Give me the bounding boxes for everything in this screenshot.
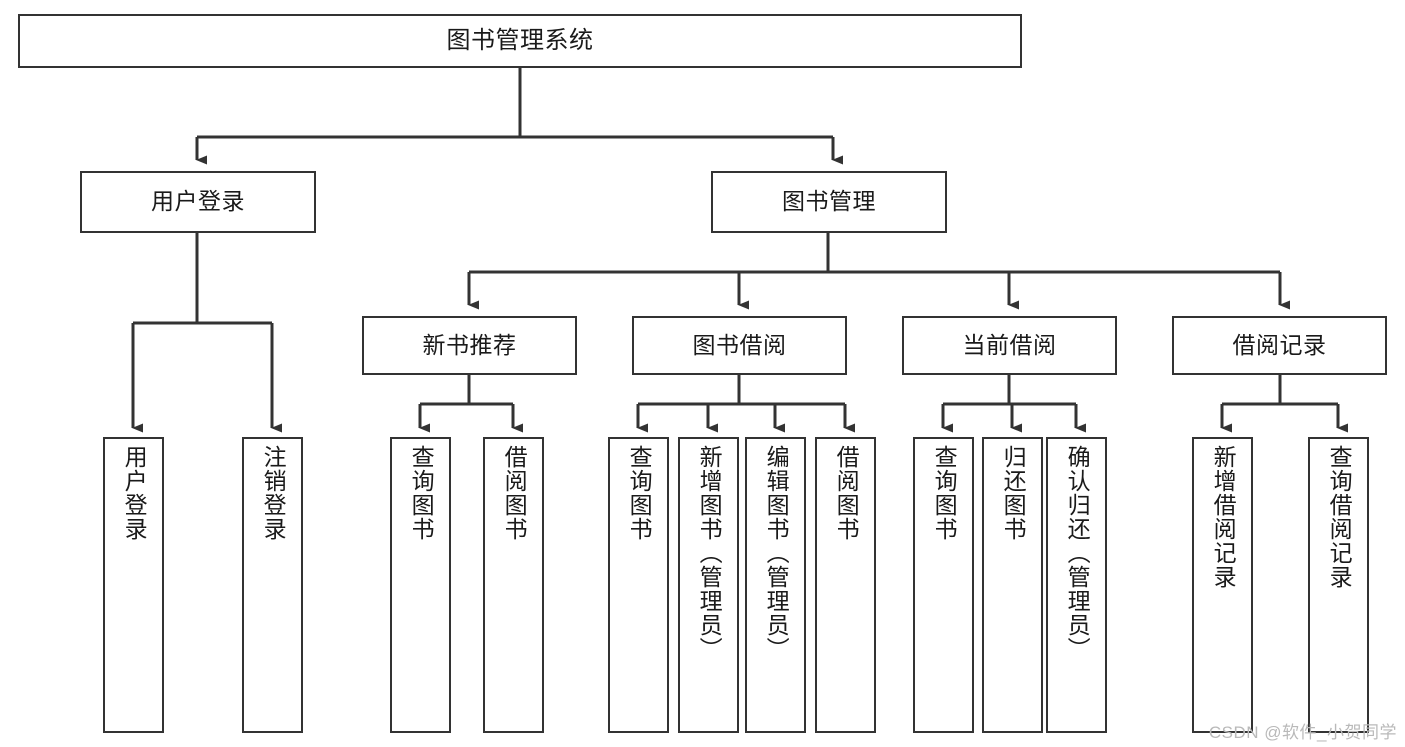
node-label: 用户登录 <box>121 445 148 541</box>
node-root-system[interactable]: 图书管理系统 <box>18 14 1022 68</box>
node-label: 查询图书 <box>931 445 958 541</box>
node-current-borrow[interactable]: 当前借阅 <box>902 316 1117 375</box>
node-leaf-borrow-book[interactable]: 借阅图书 <box>815 437 876 733</box>
watermark-text: CSDN @软件_小贺同学 <box>1208 723 1397 742</box>
node-label: 借阅记录 <box>1232 331 1327 358</box>
node-leaf-query-book-borrow[interactable]: 查询图书 <box>608 437 669 733</box>
node-label: 图书管理系统 <box>446 26 594 54</box>
node-label: 借阅图书 <box>833 445 860 541</box>
node-label: 用户登录 <box>151 188 245 215</box>
node-label: 新增借阅记录 <box>1210 445 1237 589</box>
node-leaf-borrow-book-recommend[interactable]: 借阅图书 <box>483 437 544 733</box>
node-label: 归还图书 <box>1000 445 1027 541</box>
node-leaf-user-login[interactable]: 用户登录 <box>103 437 164 733</box>
node-label: 当前借阅 <box>962 331 1057 358</box>
node-label: 新增图书（管理员） <box>696 445 723 661</box>
node-leaf-add-record[interactable]: 新增借阅记录 <box>1192 437 1253 733</box>
node-leaf-edit-book[interactable]: 编辑图书（管理员） <box>745 437 806 733</box>
node-leaf-query-book-recommend[interactable]: 查询图书 <box>390 437 451 733</box>
node-book-borrow[interactable]: 图书借阅 <box>632 316 847 375</box>
node-label: 图书管理 <box>782 188 876 215</box>
node-leaf-return-book[interactable]: 归还图书 <box>982 437 1043 733</box>
node-label: 查询图书 <box>408 445 435 541</box>
node-label: 确认归还（管理员） <box>1064 445 1091 661</box>
node-label: 编辑图书（管理员） <box>763 445 790 661</box>
node-leaf-query-record[interactable]: 查询借阅记录 <box>1308 437 1369 733</box>
node-label: 查询图书 <box>626 445 653 541</box>
node-leaf-logout[interactable]: 注销登录 <box>242 437 303 733</box>
node-label: 新书推荐 <box>422 331 517 358</box>
node-leaf-confirm-return[interactable]: 确认归还（管理员） <box>1046 437 1107 733</box>
node-borrow-record[interactable]: 借阅记录 <box>1172 316 1387 375</box>
node-label: 借阅图书 <box>501 445 528 541</box>
node-leaf-query-book-current[interactable]: 查询图书 <box>913 437 974 733</box>
node-book-management[interactable]: 图书管理 <box>711 171 947 233</box>
node-new-book-recommend[interactable]: 新书推荐 <box>362 316 577 375</box>
node-label: 图书借阅 <box>692 331 787 358</box>
node-label: 注销登录 <box>260 445 287 541</box>
node-user-login[interactable]: 用户登录 <box>80 171 316 233</box>
node-leaf-add-book[interactable]: 新增图书（管理员） <box>678 437 739 733</box>
node-label: 查询借阅记录 <box>1326 445 1353 589</box>
